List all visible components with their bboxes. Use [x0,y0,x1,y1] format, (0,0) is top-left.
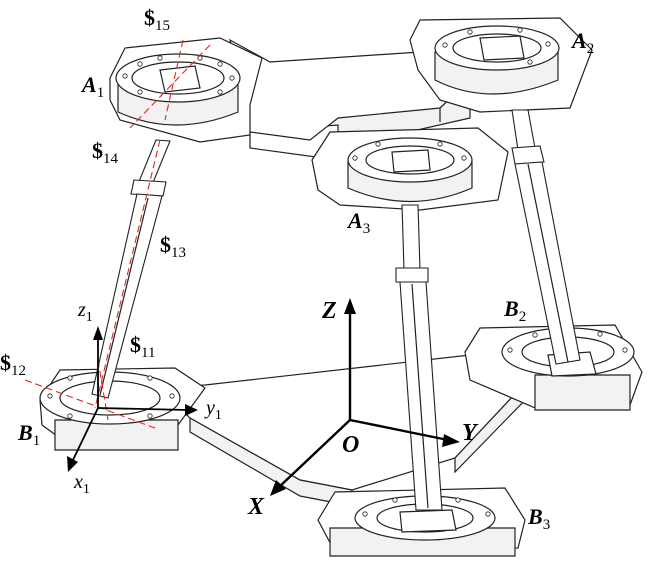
label-b2: B2 [503,296,526,325]
bolt [217,89,223,95]
joint-a1-hub [159,65,201,93]
global-z-arrowhead [344,298,356,314]
bolt [507,347,513,353]
bolt [147,413,153,419]
bolt [137,61,143,67]
leg-2-highlight [527,163,569,363]
bolt [442,42,448,48]
joint-b3 [317,487,526,557]
label-screw-15: $15 [144,5,170,34]
label-local-z1: z1 [77,299,93,325]
leg-3 [395,204,443,511]
local-x1-arrowhead [67,456,78,472]
bolt [597,331,603,337]
leg-3-collar [395,267,429,283]
label-global-o: O [342,432,359,458]
leg-1-lower [91,193,163,399]
joint-a1 [109,37,263,143]
global-x-arrowhead [270,480,286,496]
joint-b3-hub [399,509,457,533]
bolt [67,375,73,381]
bolt [437,141,443,147]
screw-axis-14 [129,44,211,129]
bolt [485,511,491,517]
label-global-x: X [247,494,265,520]
global-y-axis [349,418,449,442]
bolt [157,55,163,61]
leg-1-highlight [99,197,149,396]
screw-axis-13 [94,139,161,409]
bolt [47,393,53,399]
joint-b1 [39,367,206,451]
label-global-z: Z [321,298,337,324]
label-a1: A1 [80,72,104,101]
screw-axis-12 [24,379,156,429]
bolt [169,393,175,399]
screw-axes [24,39,211,429]
leg-2 [511,109,581,365]
label-local-x1: x1 [73,471,90,497]
bolt [147,375,153,381]
bolt [375,141,381,147]
screw-axis-15 [164,39,184,121]
bolt [352,155,358,161]
leg-3-lower [399,281,443,511]
bolt [137,89,143,95]
joint-b2 [464,324,643,411]
bolt [461,155,467,161]
bolt [229,75,235,81]
leg-2-collar [511,145,545,165]
joint-a3 [311,127,509,211]
bolt [532,332,538,338]
local-z1-arrowhead [93,326,103,340]
label-b1: B1 [17,420,40,449]
local-y1-arrowhead [185,404,198,416]
joint-b2-base [534,374,631,411]
leg-1 [91,139,171,399]
joint-a2 [409,17,593,113]
bolt [122,73,128,79]
bolt [67,413,73,419]
label-b3: B3 [527,504,550,533]
local-x1-axis [71,407,99,463]
bolt [467,29,473,35]
label-global-y: Y [462,420,479,446]
bolt [545,41,551,47]
joint-a3-hub [391,149,431,173]
leg-2-upper [511,109,536,151]
bolt [455,497,461,503]
leg-3-highlight [411,283,429,509]
top-platform-edge [249,108,441,161]
bolt [392,497,398,503]
label-local-y1: y1 [204,397,222,423]
bolt [527,59,533,65]
global-x-axis [277,419,351,489]
bolt [217,61,223,67]
label-screw-12: $12 [0,350,26,379]
label-screw-11: $11 [130,332,155,361]
bolt [622,347,628,353]
joint-a2-hub [479,35,525,61]
local-frame-b1 [67,326,198,472]
bolt [362,511,368,517]
label-a2: A2 [570,28,594,57]
label-screw-14: $14 [92,138,119,167]
label-screw-13: $13 [160,232,186,261]
label-a3: A3 [346,208,370,237]
leg-3-upper [401,204,421,271]
screw-axis-11 [97,359,109,421]
global-y-arrowhead [442,434,460,447]
global-frame [270,298,460,496]
bolt [517,27,523,33]
local-y1-axis [97,407,189,411]
